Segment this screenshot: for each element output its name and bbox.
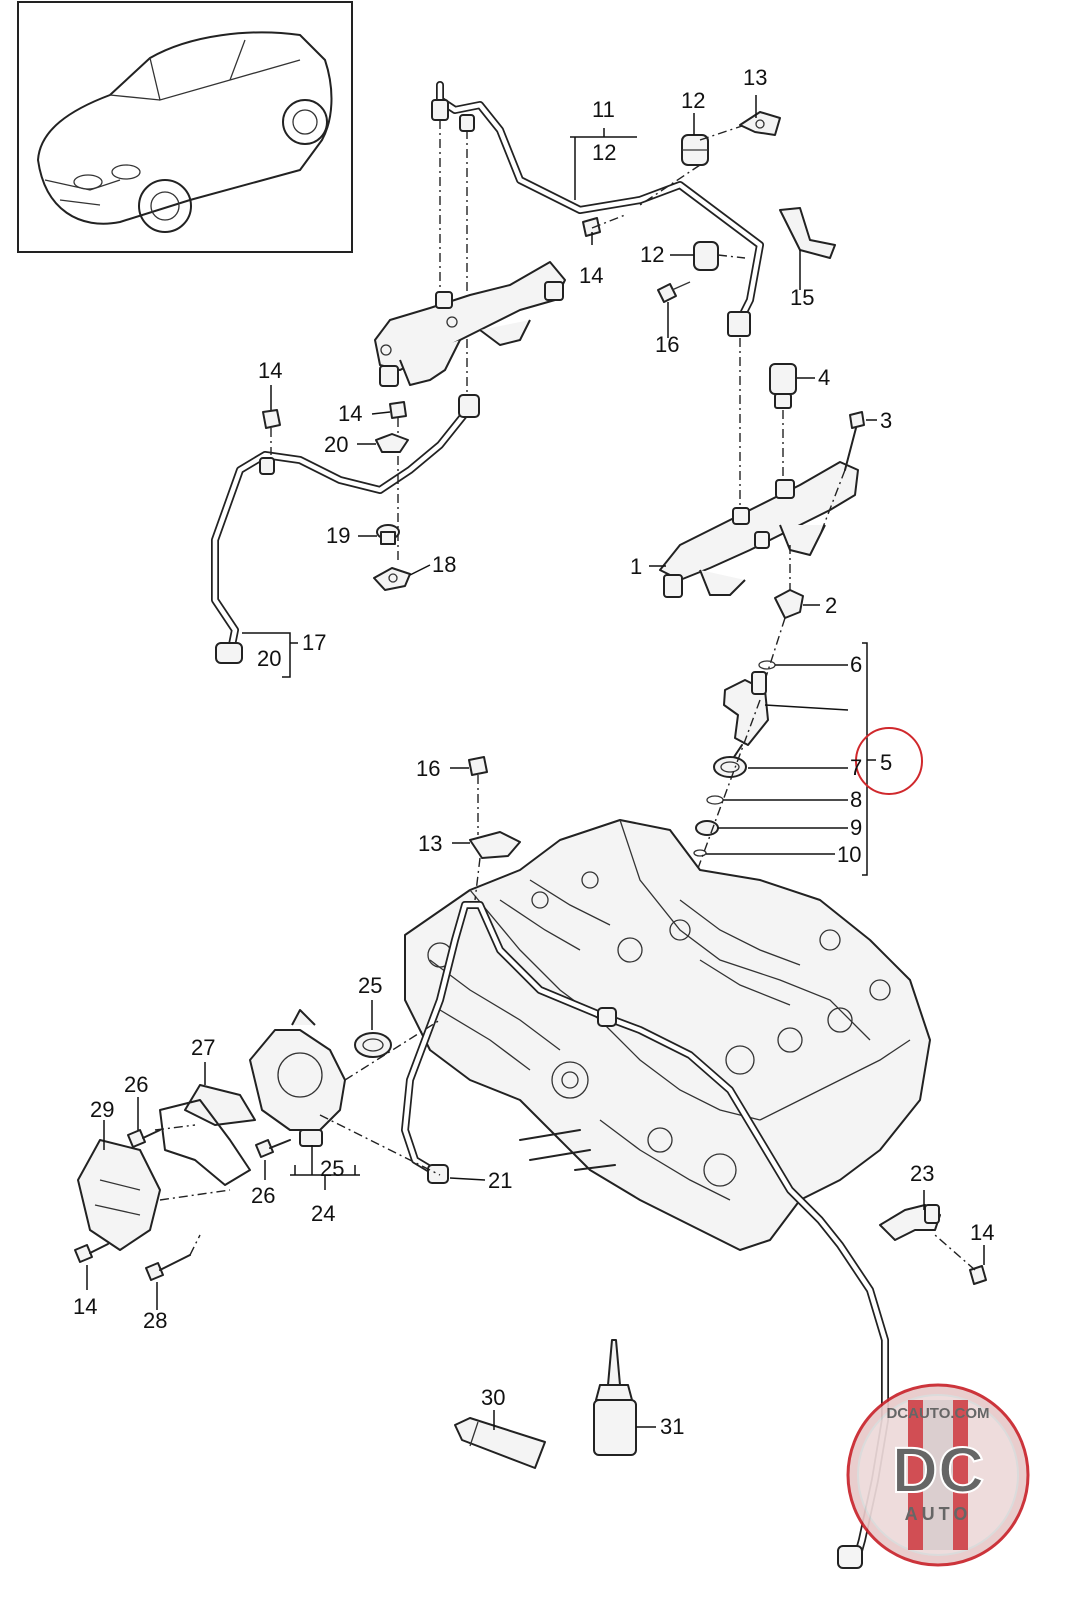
callout-27: 27 bbox=[191, 1035, 215, 1060]
callout-20-clamp: 20 bbox=[324, 432, 348, 457]
callout-3: 3 bbox=[880, 408, 892, 433]
callout-21: 21 bbox=[488, 1168, 512, 1193]
callout-14-mid: 14 bbox=[338, 401, 362, 426]
callout-13-upper: 13 bbox=[743, 65, 767, 90]
fuel-rail-right bbox=[659, 461, 859, 600]
callout-26-right: 26 bbox=[251, 1183, 275, 1208]
callout-1: 1 bbox=[630, 554, 642, 579]
callout-18: 18 bbox=[432, 552, 456, 577]
callout-9: 9 bbox=[850, 815, 862, 840]
grommet-19 bbox=[376, 524, 400, 545]
mounting-bracket bbox=[154, 1099, 251, 1201]
callout-14-upper: 14 bbox=[579, 263, 603, 288]
callout-31: 31 bbox=[660, 1414, 684, 1439]
callout-29: 29 bbox=[90, 1097, 114, 1122]
callout-6: 6 bbox=[850, 652, 862, 677]
callout-14-left: 14 bbox=[258, 358, 282, 383]
callout-20-line: 20 bbox=[257, 646, 281, 671]
bolt-28 bbox=[145, 1234, 201, 1281]
bracket-27 bbox=[184, 1084, 256, 1126]
watermark-site: DCAUTO.COM bbox=[886, 1405, 989, 1422]
callout-24: 24 bbox=[311, 1201, 335, 1226]
callout-25-bracket: 25 bbox=[320, 1156, 344, 1181]
leader-lines bbox=[86, 95, 985, 1430]
bolt-16-lower bbox=[468, 756, 488, 835]
bracket-13-upper bbox=[739, 111, 781, 136]
engine-block bbox=[404, 819, 931, 1251]
dcauto-watermark: DCAUTO.COM DC AUTO bbox=[846, 1383, 1030, 1567]
bracket-15 bbox=[779, 207, 836, 259]
callout-19: 19 bbox=[326, 523, 350, 548]
pump-assembly bbox=[249, 1009, 441, 1176]
callout-12-lower: 12 bbox=[640, 242, 664, 267]
callout-8: 8 bbox=[850, 787, 862, 812]
callout-2: 2 bbox=[825, 593, 837, 618]
fuel-line-upper bbox=[431, 81, 764, 510]
watermark-mark: DC bbox=[892, 1434, 984, 1506]
callout-30: 30 bbox=[481, 1385, 505, 1410]
highlight-circle bbox=[855, 727, 923, 795]
callout-14-right: 14 bbox=[970, 1220, 994, 1245]
callout-28: 28 bbox=[143, 1308, 167, 1333]
watermark-word: AUTO bbox=[905, 1504, 972, 1524]
callout-23: 23 bbox=[910, 1161, 934, 1186]
callout-13-lower: 13 bbox=[418, 831, 442, 856]
bolt-14-left bbox=[262, 409, 281, 455]
injector-assembly bbox=[689, 660, 776, 891]
car-thumbnail bbox=[17, 1, 353, 253]
bolt-14-bottom-left bbox=[74, 1243, 109, 1263]
bolt-3 bbox=[819, 411, 865, 536]
callout-7: 7 bbox=[850, 755, 862, 780]
callout-16-upper: 16 bbox=[655, 332, 679, 357]
bolt-14-upper bbox=[582, 214, 626, 237]
callout-16-lower: 16 bbox=[416, 756, 440, 781]
callout-5: 5 bbox=[880, 750, 892, 775]
callout-26-left: 26 bbox=[124, 1072, 148, 1097]
clamp-20 bbox=[375, 433, 409, 453]
callout-10: 10 bbox=[837, 842, 861, 867]
callout-15: 15 bbox=[790, 285, 814, 310]
bracket-13-lower bbox=[469, 831, 521, 901]
callout-17: 17 bbox=[302, 630, 326, 655]
clip-2 bbox=[764, 589, 804, 681]
bolt-16-upper bbox=[657, 281, 691, 303]
clip-12-lower bbox=[693, 241, 746, 271]
bolt-26-right bbox=[255, 1139, 291, 1158]
fuel-line-engine bbox=[401, 901, 889, 1569]
fuel-line-left bbox=[211, 394, 480, 664]
callout-4: 4 bbox=[818, 365, 830, 390]
heat-shield-29 bbox=[77, 1139, 161, 1251]
bottle-31 bbox=[593, 1339, 637, 1456]
tube-30 bbox=[454, 1417, 546, 1469]
callout-labels: 1 2 3 4 5 6 7 8 9 10 11 12 12 12 13 13 1… bbox=[73, 65, 994, 1439]
callout-12-upper: 12 bbox=[681, 88, 705, 113]
callout-14-bottom-left: 14 bbox=[73, 1294, 97, 1319]
callout-25-ring: 25 bbox=[358, 973, 382, 998]
bolt-26-left bbox=[127, 1129, 161, 1148]
pressure-sensor-4 bbox=[769, 363, 797, 480]
callout-11: 11 bbox=[592, 97, 615, 122]
fuel-rail-left bbox=[374, 261, 566, 387]
bracket-23 bbox=[879, 1204, 941, 1241]
bolt-14-right bbox=[934, 1234, 987, 1285]
callout-12-bracket: 12 bbox=[592, 140, 616, 165]
plate-18 bbox=[373, 567, 411, 591]
